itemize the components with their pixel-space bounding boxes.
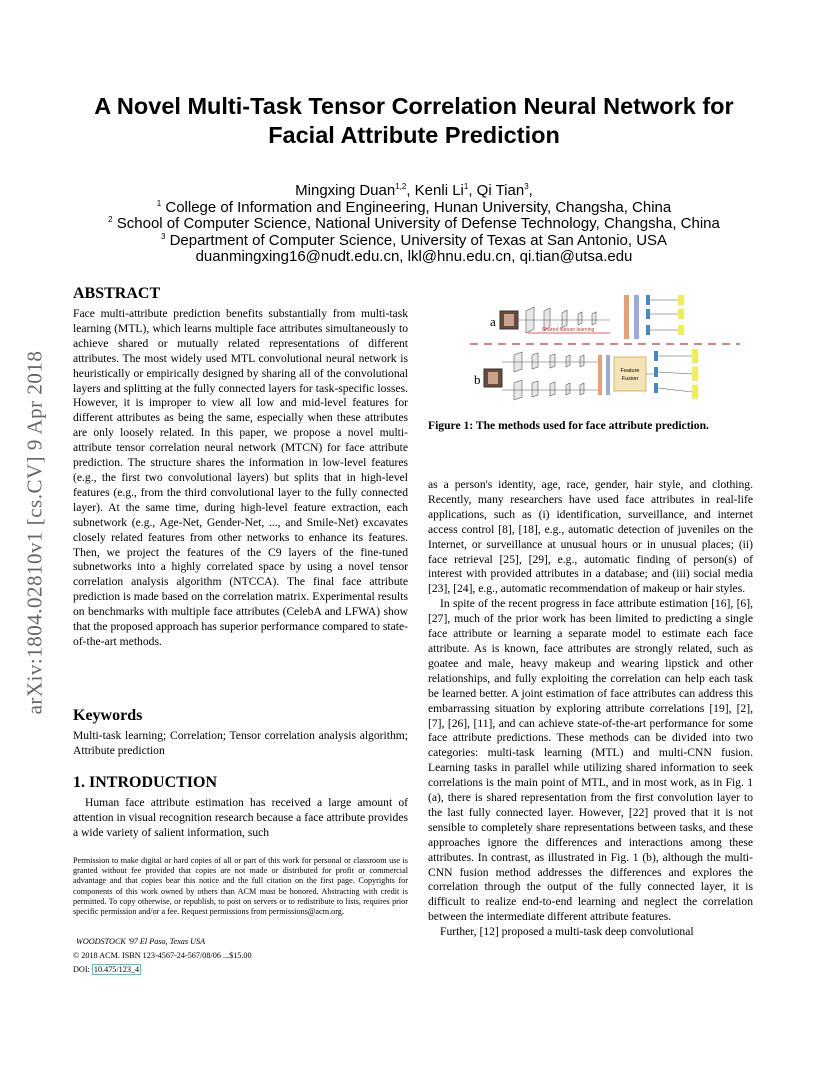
copyright-line: © 2018 ACM. ISBN 123-4567-24-567/08/06 .… <box>73 951 252 960</box>
affiliation-3: Department of Computer Science, Universi… <box>169 231 668 249</box>
abstract-text: Face multi-attribute prediction benefits… <box>73 307 408 648</box>
author-emails: duanmingxing16@nudt.edu.cn, lkl@hnu.edu.… <box>195 248 633 265</box>
label-a: a <box>490 314 496 329</box>
right-paragraph-3: Further, [12] proposed a multi-task deep… <box>440 925 694 939</box>
title-line-2: Facial Attribute Prediction <box>268 122 560 148</box>
permission-notice: Permission to make digital or hard copie… <box>73 856 408 917</box>
arxiv-stamp: arXiv:1804.02810v1 [cs.CV] 9 Apr 2018 <box>22 350 47 715</box>
conv-stack-a <box>518 306 610 334</box>
label-b: b <box>474 372 481 387</box>
intro-paragraph: Human face attribute estimation has rece… <box>73 796 408 839</box>
author-block: Mingxing Duan1,2, Kenli Li1, Qi Tian3, 1… <box>40 182 788 266</box>
conv-stack-b-bottom <box>502 379 598 401</box>
right-column: as a person's identity, age, race, gende… <box>428 478 753 940</box>
fusion-label-2: Fusion <box>622 376 639 382</box>
right-paragraph-2: In spite of the recent progress in face … <box>428 597 753 924</box>
conv-stack-b-top <box>502 351 598 373</box>
shared-label: Shared feature learning <box>542 327 594 333</box>
figure-1: a Shared feature learning <box>470 287 740 407</box>
keywords-heading: Keywords <box>73 707 143 724</box>
doi-label: DOI: <box>73 965 90 974</box>
fc-b-1 <box>598 355 602 395</box>
intro-heading: 1. INTRODUCTION <box>73 774 218 791</box>
fc-layers-a <box>624 295 684 339</box>
fc-layers-b <box>646 349 698 399</box>
title-line-1: A Novel Multi-Task Tensor Correlation Ne… <box>94 93 734 119</box>
keywords-text: Multi-task learning; Correlation; Tensor… <box>73 729 408 757</box>
right-paragraph-1: as a person's identity, age, race, gende… <box>428 478 753 596</box>
figure-caption: Figure 1: The methods used for face attr… <box>428 419 709 432</box>
doi-link[interactable]: 10.475/123_4 <box>91 964 142 975</box>
affiliation-2: School of Computer Science, National Uni… <box>116 215 720 232</box>
fc-b-2 <box>606 355 610 395</box>
author-names: Mingxing Duan1,2, Kenli Li1, Qi Tian3, <box>295 182 533 199</box>
abstract-heading: ABSTRACT <box>73 285 161 302</box>
affiliation-1: College of Information and Engineering, … <box>165 198 672 216</box>
feature-fusion-box <box>613 356 647 392</box>
fusion-label-1: Feature <box>621 368 640 374</box>
paper-title: A Novel Multi-Task Tensor Correlation Ne… <box>40 92 788 150</box>
venue-line: WOODSTOCK '97 El Paso, Texas USA <box>76 937 206 946</box>
network-diagram: a Shared feature learning <box>470 295 740 401</box>
